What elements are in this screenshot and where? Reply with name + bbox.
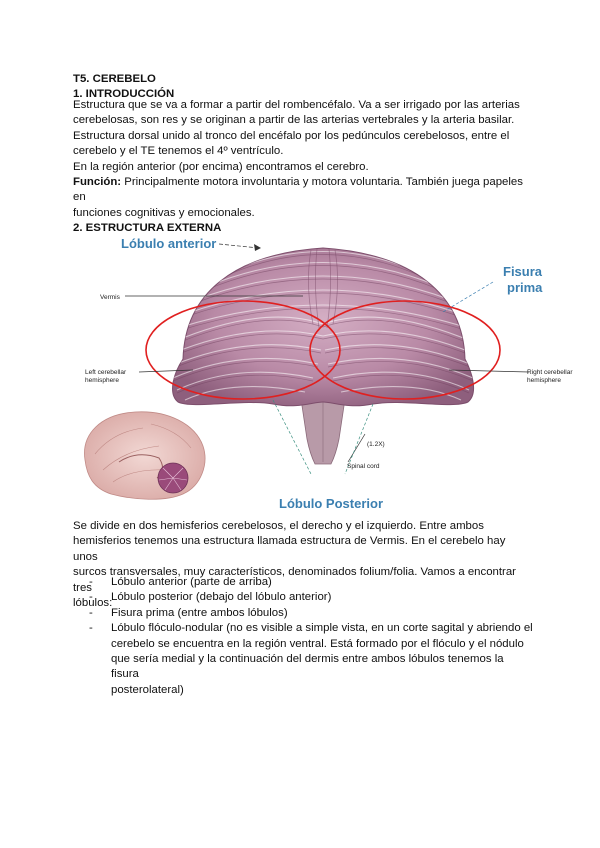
hemispheres-paragraph: Se divide en dos hemisferios cerebelosos… <box>73 519 533 611</box>
intro-line: cerebelo y el TE tenemos el 4º ventrícul… <box>73 145 284 158</box>
cerebellum-illustration <box>172 247 475 407</box>
list-item: - Lóbulo anterior (parte de arriba) <box>73 575 533 590</box>
pointer-lobulo-anterior <box>218 243 260 249</box>
pointer-right-hemisphere <box>448 369 530 373</box>
body-line: Se divide en dos hemisferios cerebelosos… <box>73 520 484 532</box>
pointer-spinal-cord <box>347 433 366 463</box>
section-heading-introduccion: 1. INTRODUCCIÓN <box>73 88 175 101</box>
label-vermis: Vermis <box>100 294 121 301</box>
list-dash: - <box>89 606 93 619</box>
label-left-hemisphere-line1: Left cerebellar <box>85 369 127 376</box>
label-prima: prima <box>507 280 543 295</box>
cerebellum-figure: Lóbulo anterior Fisura prima Vermis Left… <box>84 236 573 511</box>
label-spinal-cord: Spinal cord <box>347 463 380 470</box>
list-item-text: Lóbulo anterior (parte de arriba) <box>111 576 272 588</box>
body-line: lóbulos: <box>73 597 113 610</box>
list-item-text: que sería medial y la continuación del d… <box>111 653 504 681</box>
label-right-hemisphere-line1: Right cerebellar <box>527 369 573 376</box>
funcion-label: Función: <box>73 176 122 189</box>
document-title: T5. CEREBELO <box>73 73 156 85</box>
intro-line: cerebelosas, son res y se originan a par… <box>73 114 515 127</box>
list-item: - Lóbulo flóculo-nodular (no es visible … <box>73 621 533 698</box>
list-item: - Fisura prima (entre ambos lóbulos) <box>73 606 533 621</box>
list-dash: - <box>89 591 93 604</box>
label-right-hemisphere-line2: hemisphere <box>527 377 561 384</box>
header-block: T5. CEREBELO 1. INTRODUCCIÓN <box>73 72 533 103</box>
label-fisura: Fisura <box>503 264 543 279</box>
label-lobulo-posterior: Lóbulo Posterior <box>279 496 383 511</box>
pointer-lobulo-posterior <box>272 399 312 475</box>
list-item-text: Lóbulo flóculo-nodular (no es visible a … <box>111 622 533 635</box>
label-left-hemisphere-line2: hemisphere <box>85 377 119 384</box>
intro-line: Estructura dorsal unido al tronco del en… <box>73 129 510 142</box>
label-lobulo-anterior: Lóbulo anterior <box>121 236 216 251</box>
intro-line: Estructura que se va a formar a partir d… <box>73 99 520 111</box>
list-item: - Lóbulo posterior (debajo del lóbulo ant… <box>73 590 533 605</box>
section-heading-estructura-externa: 2. ESTRUCTURA EXTERNA <box>73 222 222 235</box>
list-item-text: Fisura prima (entre ambos lóbulos) <box>111 606 288 619</box>
pointer-left-hemisphere <box>138 369 194 373</box>
body-line: surcos transversales, muy característico… <box>73 566 516 594</box>
label-scale: (1.2X) <box>367 441 385 448</box>
list-dash: - <box>89 576 93 588</box>
intro-line: funciones cognitivas y emocionales. <box>73 206 255 219</box>
lobes-list: - Lóbulo anterior (parte de arriba) - Lóbu… <box>73 575 533 698</box>
funcion-line: Función: Principalmente motora involunta… <box>73 175 533 206</box>
sagittal-brain-inset <box>84 411 206 500</box>
intro-line: En la región anterior (por encima) encon… <box>73 160 369 173</box>
left-hemisphere-highlight <box>145 300 341 400</box>
right-hemisphere-highlight <box>309 300 501 400</box>
funcion-text: Principalmente motora involuntaria y mot… <box>73 176 523 204</box>
body-line: hemisferios tenemos una estructura llama… <box>73 535 506 563</box>
list-item-text: posterolateral) <box>111 683 184 696</box>
list-item-text: cerebelo se encuentra en la región ventr… <box>111 637 524 650</box>
list-dash: - <box>89 622 93 635</box>
list-item-text: Lóbulo posterior (debajo del lóbulo ante… <box>111 591 332 604</box>
intro-paragraph: Estructura que se va a formar a partir d… <box>73 98 533 237</box>
